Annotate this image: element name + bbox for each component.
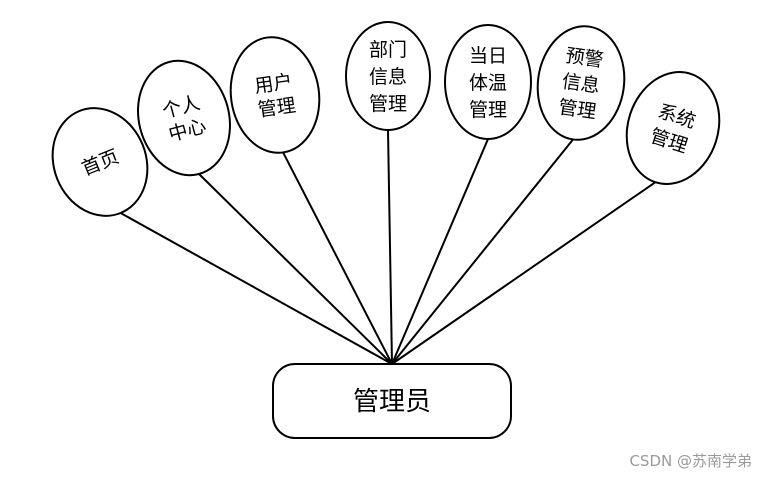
- node-label-warning-info-management: 管理: [557, 96, 598, 123]
- node-label-user-management: 管理: [256, 94, 297, 121]
- node-ellipse-home: [51, 107, 149, 217]
- root-node-box: [272, 363, 512, 439]
- node-label-user-management: 用户: [253, 71, 294, 98]
- watermark: CSDN @苏南学弟: [629, 452, 752, 470]
- node-ellipse-daily-temperature-management: [444, 24, 532, 140]
- connector-department-info-management: [387, 129, 393, 365]
- root-node-label: 管理员: [353, 387, 431, 417]
- connector-daily-temperature-management: [391, 138, 489, 365]
- node-label-daily-temperature-management: 管理: [469, 99, 507, 121]
- node-ellipse-personal-center: [137, 59, 231, 177]
- node-ellipse-warning-info-management: [536, 25, 626, 141]
- node-label-department-info-management: 信息: [369, 66, 407, 88]
- function-nodes: 首页个人中心用户管理部门信息管理当日体温管理预警信息管理系统管理: [51, 21, 721, 217]
- connector-system-management: [391, 181, 656, 365]
- node-label-department-info-management: 部门: [369, 39, 407, 61]
- connector-home: [120, 212, 393, 365]
- node-ellipse-system-management: [625, 71, 721, 185]
- node-ellipse-user-management: [229, 36, 321, 154]
- connector-warning-info-management: [391, 138, 574, 365]
- node-home: 首页: [51, 107, 149, 217]
- connector-lines: [120, 129, 656, 365]
- node-label-daily-temperature-management: 当日: [469, 45, 507, 67]
- node-label-department-info-management: 管理: [369, 93, 407, 115]
- node-ellipse-department-info-management: [345, 21, 431, 131]
- node-label-daily-temperature-management: 体温: [469, 72, 507, 94]
- node-label-warning-info-management: 信息: [561, 70, 602, 97]
- node-label-warning-info-management: 预警: [564, 45, 605, 72]
- connector-user-management: [282, 151, 393, 365]
- connector-personal-center: [198, 173, 393, 365]
- root-node: 管理员: [272, 363, 512, 439]
